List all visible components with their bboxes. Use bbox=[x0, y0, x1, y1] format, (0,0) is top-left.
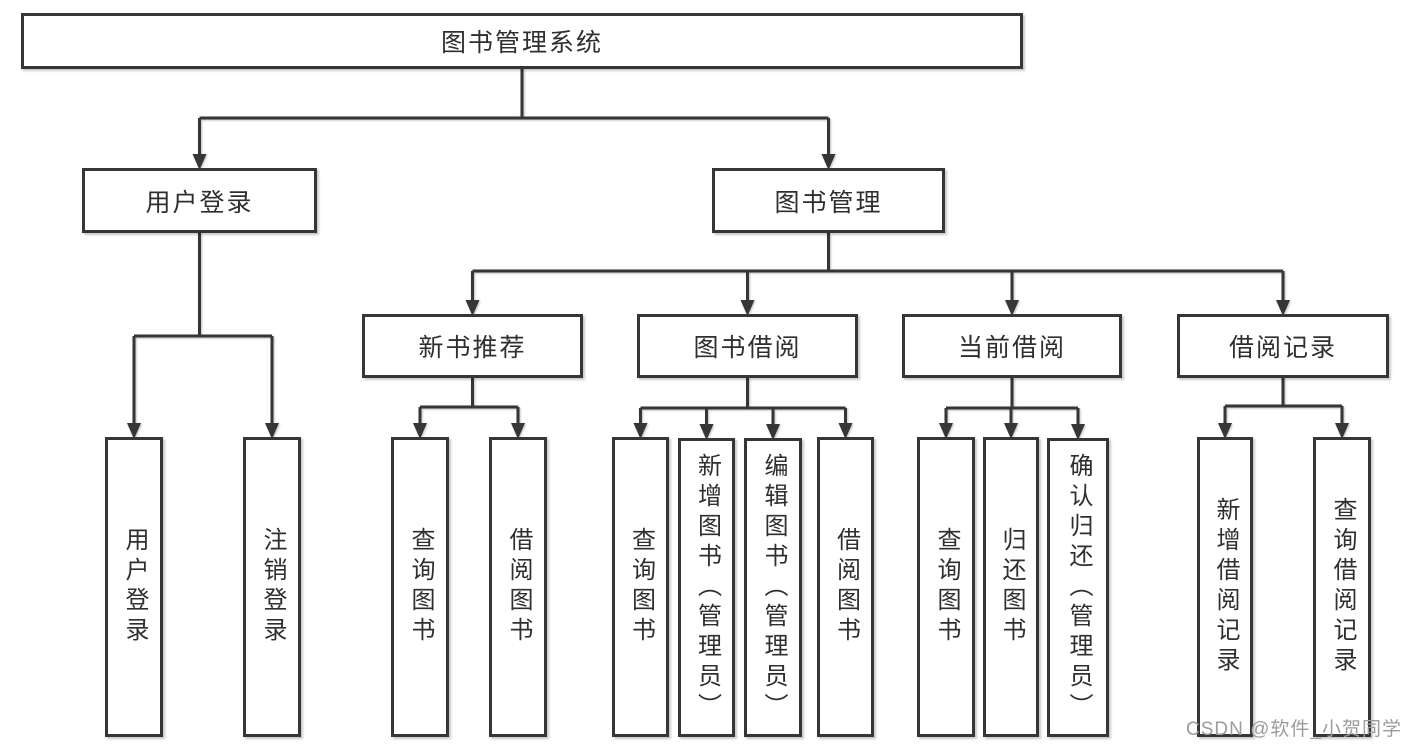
node-new-books: 新书推荐 bbox=[362, 314, 583, 378]
arrowhead-down-icon bbox=[766, 424, 780, 440]
connector-book-borrow bbox=[639, 378, 847, 428]
arrowhead-down-icon bbox=[939, 423, 953, 439]
arrowhead-down-icon bbox=[413, 423, 427, 439]
node-label: 查询借阅记录 bbox=[1329, 497, 1356, 677]
arrowhead-down-icon bbox=[465, 300, 480, 316]
node-label: 查询图书 bbox=[933, 527, 960, 647]
node-label: 新增图书（管理员） bbox=[693, 452, 721, 723]
node-current-borrow: 当前借阅 bbox=[902, 314, 1122, 378]
node-label: 新增借阅记录 bbox=[1212, 497, 1239, 677]
arrowhead-down-icon bbox=[633, 423, 648, 439]
connector-new-books bbox=[418, 378, 520, 427]
node-borrow-records: 借阅记录 bbox=[1177, 314, 1389, 378]
arrowhead-down-icon bbox=[821, 154, 836, 170]
node-label: 确认归还（管理员） bbox=[1065, 452, 1092, 723]
arrowhead-down-icon bbox=[1071, 424, 1085, 440]
node-label: 图书管理 bbox=[774, 188, 883, 217]
connector-current-borrow bbox=[944, 378, 1080, 428]
node-label: 查询图书 bbox=[407, 527, 434, 647]
node-label: 用户登录 bbox=[121, 527, 148, 647]
node-cb-return: 归还图书 bbox=[983, 437, 1039, 737]
node-nb-borrow: 借阅图书 bbox=[489, 437, 547, 737]
connector-borrow-records bbox=[1223, 378, 1344, 427]
connector-user-login bbox=[132, 233, 274, 427]
arrowhead-down-icon bbox=[838, 423, 853, 439]
node-ul-login: 用户登录 bbox=[105, 437, 163, 737]
node-label: 编辑图书（管理员） bbox=[760, 452, 787, 723]
node-label: 归还图书 bbox=[998, 527, 1025, 647]
arrowhead-down-icon bbox=[699, 424, 714, 440]
arrowhead-down-icon bbox=[1004, 423, 1018, 439]
connector-book-mgmt bbox=[471, 233, 1285, 304]
node-bb-edit: 编辑图书（管理员） bbox=[744, 438, 802, 737]
node-label: 图书管理系统 bbox=[440, 29, 603, 57]
arrowhead-down-icon bbox=[192, 154, 207, 170]
watermark: CSDN @软件_小贺同学 bbox=[1186, 719, 1402, 740]
connector-root bbox=[198, 69, 830, 158]
node-user-login: 用户登录 bbox=[82, 168, 317, 233]
node-label: 借阅图书 bbox=[832, 527, 860, 647]
node-book-borrow: 图书借阅 bbox=[637, 314, 858, 378]
node-label: 用户登录 bbox=[145, 188, 254, 217]
arrowhead-down-icon bbox=[511, 423, 525, 439]
node-label: 查询图书 bbox=[627, 527, 655, 647]
node-ul-logout: 注销登录 bbox=[243, 437, 301, 737]
node-label: 借阅图书 bbox=[505, 527, 532, 647]
node-bb-borrow: 借阅图书 bbox=[817, 437, 874, 737]
node-label: 新书推荐 bbox=[418, 334, 527, 362]
arrowhead-down-icon bbox=[1218, 423, 1232, 439]
arrowhead-down-icon bbox=[1335, 423, 1349, 439]
arrowhead-down-icon bbox=[1005, 300, 1019, 316]
node-label: 当前借阅 bbox=[957, 334, 1066, 362]
node-root: 图书管理系统 bbox=[21, 13, 1023, 69]
node-label: 注销登录 bbox=[259, 527, 286, 647]
node-book-mgmt: 图书管理 bbox=[712, 168, 945, 233]
node-label: 图书借阅 bbox=[693, 334, 802, 362]
node-bb-add: 新增图书（管理员） bbox=[678, 438, 735, 737]
node-cb-confirm: 确认归还（管理员） bbox=[1047, 438, 1109, 737]
arrowhead-down-icon bbox=[740, 300, 755, 316]
arrowhead-down-icon bbox=[265, 423, 279, 439]
node-bb-query: 查询图书 bbox=[612, 437, 669, 737]
arrowhead-down-icon bbox=[127, 423, 141, 439]
node-label: 借阅记录 bbox=[1228, 334, 1337, 362]
node-cb-query: 查询图书 bbox=[917, 437, 975, 737]
node-br-add: 新增借阅记录 bbox=[1197, 437, 1253, 737]
arrowhead-down-icon bbox=[1276, 300, 1290, 316]
node-br-query: 查询借阅记录 bbox=[1313, 437, 1371, 737]
node-nb-query: 查询图书 bbox=[391, 437, 449, 737]
